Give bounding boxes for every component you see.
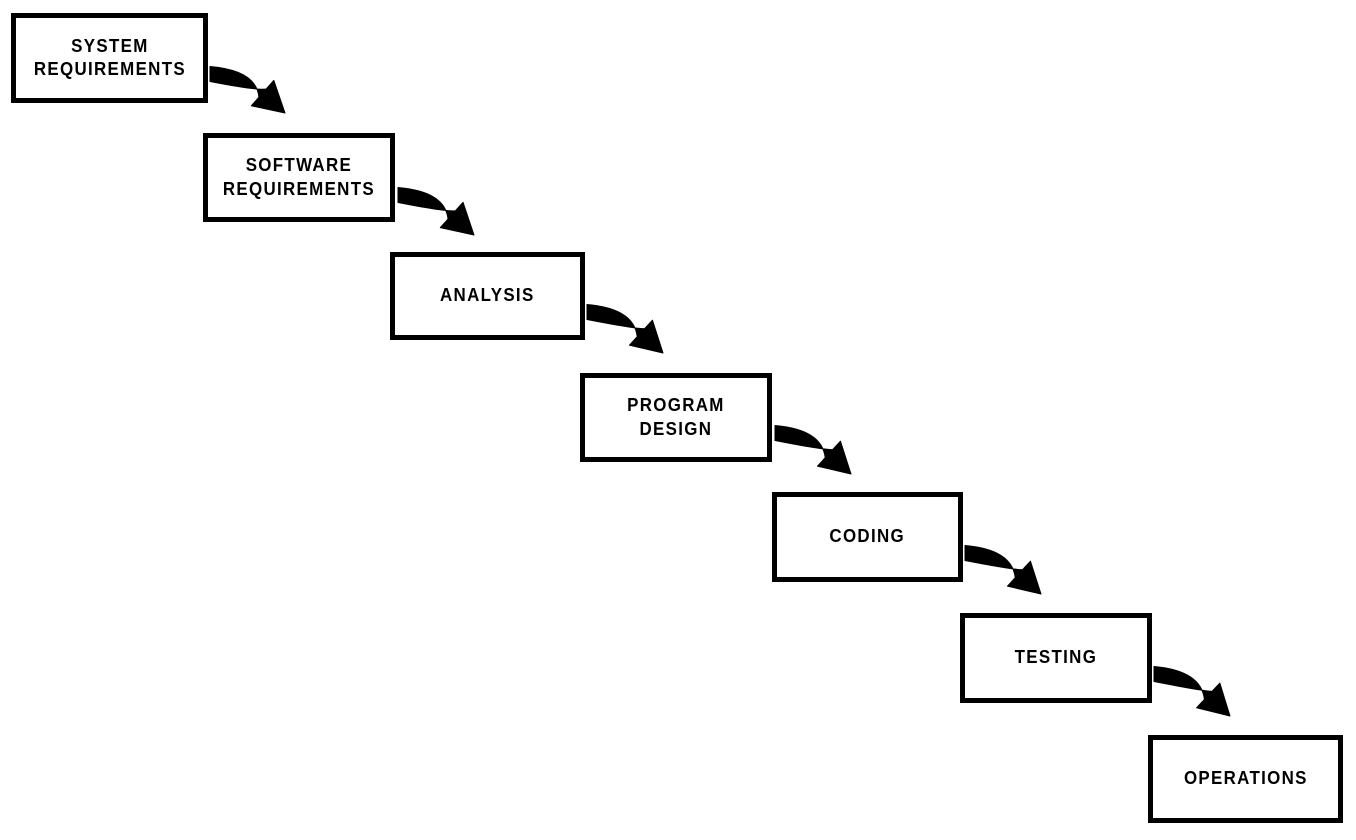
stage-label-program-design: PROGRAM DESIGN — [627, 395, 725, 439]
arrow-software-to-analysis — [397, 187, 475, 236]
stage-box-coding[interactable]: CODING — [772, 492, 963, 582]
stage-box-analysis[interactable]: ANALYSIS — [390, 252, 585, 340]
stage-box-software-requirements[interactable]: SOFTWARE REQUIREMENTS — [203, 133, 395, 222]
arrow-system-to-software — [209, 66, 286, 114]
arrow-testing-to-operations — [1153, 666, 1231, 717]
stage-label-coding: CODING — [829, 526, 906, 547]
stage-label-analysis: ANALYSIS — [440, 285, 535, 306]
stage-label-operations: OPERATIONS — [1183, 768, 1308, 789]
stage-box-program-design[interactable]: PROGRAM DESIGN — [580, 373, 772, 462]
stage-label-software-requirements: SOFTWARE REQUIREMENTS — [222, 155, 376, 199]
arrow-analysis-to-program-design — [586, 304, 664, 354]
stage-box-operations[interactable]: OPERATIONS — [1148, 735, 1343, 823]
stage-label-system-requirements: SYSTEM REQUIREMENTS — [33, 35, 186, 79]
stage-label-testing: TESTING — [1014, 647, 1098, 668]
arrow-program-design-to-coding — [774, 425, 852, 475]
stage-box-testing[interactable]: TESTING — [960, 613, 1152, 703]
arrow-coding-to-testing — [964, 545, 1042, 595]
stage-box-system-requirements[interactable]: SYSTEM REQUIREMENTS — [11, 13, 208, 103]
